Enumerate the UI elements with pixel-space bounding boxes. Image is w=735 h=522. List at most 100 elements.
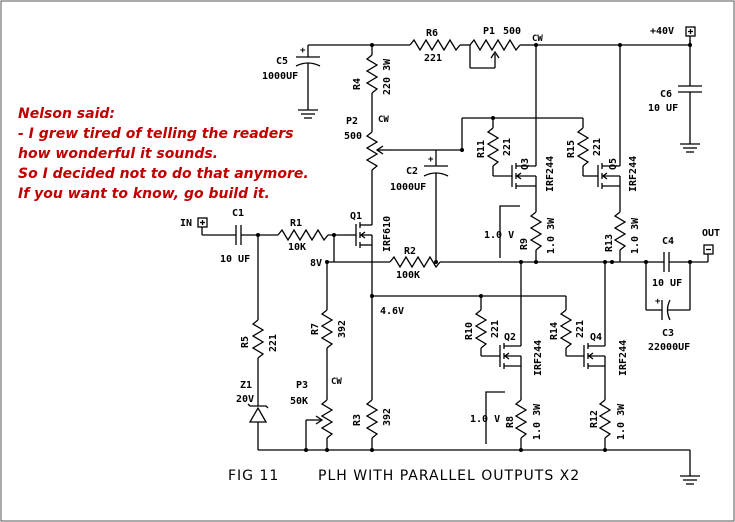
r8-value: 1.0 3W bbox=[532, 403, 543, 440]
svg-text:+: + bbox=[655, 297, 661, 307]
r6-ref: R6 bbox=[426, 28, 438, 39]
p1-wiper: CW bbox=[532, 34, 543, 44]
r9-value: 1.0 3W bbox=[546, 217, 557, 254]
q4-part: IRF244 bbox=[618, 340, 629, 376]
r13-ref: R13 bbox=[604, 234, 615, 252]
mosfet-q2: Q2 IRF244 bbox=[499, 260, 544, 400]
q3-ref: Q3 bbox=[520, 158, 531, 170]
p2-value: 500 bbox=[344, 131, 362, 142]
ground-bus bbox=[258, 448, 700, 485]
mosfet-q3: Q3 IRF244 bbox=[511, 43, 556, 212]
bias-upper-label: 1.0 V bbox=[484, 230, 514, 241]
nelson-quote: Nelson said: - I grew tired of telling t… bbox=[18, 106, 309, 202]
node-8v-label: 8V bbox=[310, 258, 322, 269]
r12-value: 1.0 3W bbox=[616, 403, 627, 440]
mosfet-q5: Q5 IRF244 bbox=[597, 43, 639, 212]
p3-wiper: CW bbox=[331, 377, 342, 387]
potentiometer-p3: P3 50K CW bbox=[290, 377, 342, 450]
potentiometer-p1: P1 500 CW bbox=[469, 26, 543, 69]
r11-ref: R11 bbox=[476, 140, 487, 158]
r5-ref: R5 bbox=[240, 336, 251, 348]
resistor-r5: R5 221 bbox=[240, 235, 279, 406]
capacitor-c4: C4 10 UF bbox=[646, 236, 690, 289]
resistor-r1: R1 10K bbox=[277, 218, 345, 253]
input-section: IN C1 10 UF bbox=[180, 208, 278, 265]
c2-value: 1000UF bbox=[390, 182, 426, 193]
q2-part: IRF244 bbox=[533, 340, 544, 376]
mosfet-q1: Q1 IRF610 bbox=[345, 211, 393, 252]
q5-part: IRF244 bbox=[628, 156, 639, 192]
bias-marker-upper: 1.0 V bbox=[484, 205, 520, 258]
quote-line-2: - I grew tired of telling the readers bbox=[18, 126, 293, 142]
capacitor-c5: + C5 1000UF bbox=[262, 45, 321, 119]
capacitor-c2: + C2 1000UF bbox=[390, 150, 449, 262]
resistor-r6: R6 221 bbox=[409, 28, 461, 64]
mosfet-q4: Q4 IRF244 bbox=[583, 260, 629, 400]
r15-ref: R15 bbox=[566, 140, 577, 158]
r2-value: 100K bbox=[396, 270, 420, 281]
r13-value: 1.0 3W bbox=[630, 217, 641, 254]
q3-part: IRF244 bbox=[545, 156, 556, 192]
c6-value: 10 UF bbox=[648, 103, 678, 114]
p1-ref: P1 bbox=[483, 26, 495, 37]
q5-ref: Q5 bbox=[608, 158, 619, 170]
quote-line-4: So I decided not to do that anymore. bbox=[18, 166, 309, 182]
zener-z1: Z1 20V bbox=[236, 380, 269, 450]
bias-lower-label: 1.0 V bbox=[470, 414, 500, 425]
resistor-r13: R13 1.0 3W bbox=[604, 211, 641, 262]
r11-value: 221 bbox=[502, 138, 513, 156]
r1-ref: R1 bbox=[290, 218, 302, 229]
resistor-r15: R15 221 bbox=[566, 118, 603, 177]
resistor-r8: R8 1.0 3W bbox=[505, 399, 543, 450]
quote-line-3: how wonderful it sounds. bbox=[18, 146, 218, 162]
supply-rail: +40V bbox=[308, 26, 696, 46]
r12-ref: R12 bbox=[589, 410, 600, 428]
r2-ref: R2 bbox=[404, 246, 416, 257]
output-terminal bbox=[703, 244, 714, 255]
p2-wiper: CW bbox=[378, 115, 389, 125]
c1-value: 10 UF bbox=[220, 254, 250, 265]
r3-value: 392 bbox=[382, 408, 393, 426]
r6-value: 221 bbox=[424, 53, 442, 64]
r4-value: 220 3W bbox=[382, 58, 393, 95]
resistor-r9: R9 1.0 3W bbox=[519, 211, 557, 262]
r8-ref: R8 bbox=[505, 416, 516, 428]
c5-ref: C5 bbox=[276, 56, 288, 67]
p2-ref: P2 bbox=[346, 116, 358, 127]
r7-ref: R7 bbox=[310, 323, 321, 335]
feedback-bus: 8V R2 100K bbox=[310, 235, 648, 281]
c3-ref: C3 bbox=[662, 328, 674, 339]
svg-text:+: + bbox=[428, 155, 434, 165]
capacitor-c3: + C3 22000UF bbox=[645, 262, 691, 353]
r1-value: 10K bbox=[288, 242, 306, 253]
figure-title: PLH WITH PARALLEL OUTPUTS X2 bbox=[318, 468, 580, 484]
c5-value: 1000UF bbox=[262, 71, 298, 82]
resistor-r14: R14 221 bbox=[549, 296, 586, 357]
q1-part: IRF610 bbox=[382, 216, 393, 252]
output-label: OUT bbox=[702, 228, 720, 239]
resistor-r7: R7 392 bbox=[310, 262, 348, 400]
figure-caption: FIG 11 PLH WITH PARALLEL OUTPUTS X2 bbox=[228, 468, 580, 484]
c4-ref: C4 bbox=[662, 236, 674, 247]
r14-ref: R14 bbox=[549, 322, 560, 340]
r10-value: 221 bbox=[490, 320, 501, 338]
c4-value: 10 UF bbox=[652, 278, 682, 289]
c2-ref: C2 bbox=[406, 166, 418, 177]
r3-ref: R3 bbox=[352, 414, 363, 426]
resistor-r12: R12 1.0 3W bbox=[589, 399, 627, 450]
resistor-r10: R10 221 bbox=[464, 296, 501, 357]
z1-ref: Z1 bbox=[240, 380, 252, 391]
z1-value: 20V bbox=[236, 394, 254, 405]
resistor-r11: R11 221 bbox=[476, 116, 513, 177]
p1-value: 500 bbox=[503, 26, 521, 37]
q1-ref: Q1 bbox=[350, 211, 362, 222]
p3-ref: P3 bbox=[296, 380, 308, 391]
node-46v-label: 4.6V bbox=[380, 306, 404, 317]
r4-ref: R4 bbox=[352, 78, 363, 90]
c3-value: 22000UF bbox=[648, 342, 690, 353]
quote-line-1: Nelson said: bbox=[18, 106, 115, 122]
r7-value: 392 bbox=[337, 320, 348, 338]
c6-ref: C6 bbox=[660, 89, 672, 100]
